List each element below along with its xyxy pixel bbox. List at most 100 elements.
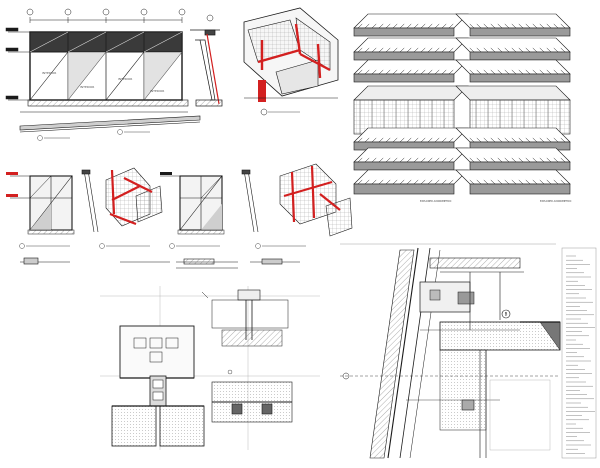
stack-post bbox=[553, 179, 559, 185]
stack-post bbox=[448, 137, 454, 143]
stack-post bbox=[525, 179, 531, 185]
stack-post bbox=[483, 137, 489, 143]
stack-post bbox=[406, 157, 412, 163]
stack-post bbox=[357, 47, 363, 53]
axonometric-variant-1 bbox=[105, 167, 163, 227]
stack-post bbox=[539, 179, 545, 185]
stack-post bbox=[553, 69, 559, 75]
stack-post bbox=[504, 69, 510, 75]
stack-left-caption: EXPLODED AXONOMETRIC bbox=[420, 200, 452, 203]
stack-post bbox=[483, 179, 489, 185]
stack-slab-top bbox=[455, 37, 571, 53]
elevation-note-2: INTERIOR bbox=[80, 85, 94, 89]
stack-post bbox=[553, 157, 559, 163]
stack-post bbox=[532, 179, 538, 185]
small-plan-details bbox=[20, 257, 300, 269]
stack-post bbox=[518, 69, 524, 75]
stack-post bbox=[553, 47, 559, 53]
stack-post bbox=[441, 137, 447, 143]
stack-post bbox=[511, 179, 517, 185]
stack-post bbox=[392, 69, 398, 75]
stack-post bbox=[364, 47, 370, 53]
stack-post bbox=[399, 47, 405, 53]
stack-post bbox=[476, 23, 482, 29]
elevation-note-4: INTERIOR bbox=[150, 89, 164, 93]
dimension-ticks bbox=[29, 17, 183, 23]
elevation-curtain-wall-top: INTERIOR INTERIOR INTERIOR INTERIOR bbox=[5, 8, 189, 113]
stack-post bbox=[399, 179, 405, 185]
stack-post bbox=[385, 23, 391, 29]
stack-post bbox=[469, 69, 475, 75]
stack-post bbox=[490, 47, 496, 53]
stack-post bbox=[371, 137, 377, 143]
elevation-ground bbox=[27, 99, 189, 107]
stack-post bbox=[378, 69, 384, 75]
stack-post bbox=[497, 179, 503, 185]
stack-slab-face bbox=[353, 27, 455, 37]
floor-slab bbox=[439, 321, 561, 351]
elevation-variant-2 bbox=[160, 172, 225, 235]
section-detail-v1 bbox=[81, 169, 99, 233]
stack-slab-face bbox=[469, 161, 571, 171]
stack-post bbox=[490, 23, 496, 29]
stack-post bbox=[364, 69, 370, 75]
stack-post bbox=[497, 69, 503, 75]
stack-post bbox=[385, 157, 391, 163]
stack-slab-face bbox=[469, 183, 571, 195]
stack-post bbox=[441, 179, 447, 185]
stack-post bbox=[364, 157, 370, 163]
stack-post bbox=[364, 179, 370, 185]
stack-post bbox=[385, 137, 391, 143]
stack-post bbox=[420, 47, 426, 53]
stack-post bbox=[483, 23, 489, 29]
stack-post bbox=[448, 23, 454, 29]
stack-post bbox=[511, 157, 517, 163]
stack-post bbox=[546, 137, 552, 143]
stack-post bbox=[532, 69, 538, 75]
stack-post bbox=[371, 47, 377, 53]
stack-right-caption: EXPLODED AXONOMETRIC bbox=[540, 200, 572, 203]
stack-post bbox=[371, 23, 377, 29]
stack-post bbox=[399, 23, 405, 29]
stack-post bbox=[532, 137, 538, 143]
stack-post bbox=[476, 47, 482, 53]
notes-block bbox=[561, 247, 597, 459]
stack-post bbox=[399, 69, 405, 75]
stack-post bbox=[434, 69, 440, 75]
stack-post bbox=[427, 69, 433, 75]
stack-post bbox=[357, 179, 363, 185]
stack-post bbox=[490, 69, 496, 75]
stack-post bbox=[406, 69, 412, 75]
stack-slab-top bbox=[455, 85, 571, 101]
stack-post bbox=[448, 179, 454, 185]
stack-post bbox=[434, 179, 440, 185]
stack-post bbox=[469, 157, 475, 163]
stack-post bbox=[357, 137, 363, 143]
stack-post bbox=[525, 137, 531, 143]
stack-post bbox=[504, 47, 510, 53]
stack-post bbox=[392, 157, 398, 163]
middle-row-titles bbox=[19, 243, 306, 249]
stack-post bbox=[476, 179, 482, 185]
stack-post bbox=[518, 137, 524, 143]
stack-post bbox=[490, 157, 496, 163]
stack-post bbox=[420, 137, 426, 143]
stack-post bbox=[476, 157, 482, 163]
stack-post bbox=[560, 69, 566, 75]
stack-post bbox=[483, 69, 489, 75]
roof-parapet bbox=[429, 257, 521, 269]
stack-post bbox=[546, 69, 552, 75]
stack-slab-top bbox=[455, 169, 571, 185]
stack-post bbox=[497, 23, 503, 29]
stack-post bbox=[378, 179, 384, 185]
stack-post bbox=[483, 157, 489, 163]
stack-post bbox=[420, 157, 426, 163]
stack-post bbox=[364, 137, 370, 143]
stack-slab-top bbox=[455, 147, 571, 163]
panel-lower-left bbox=[111, 405, 157, 447]
stack-post bbox=[518, 179, 524, 185]
stack-post bbox=[378, 47, 384, 53]
stack-post bbox=[441, 157, 447, 163]
stack-post bbox=[420, 23, 426, 29]
stack-post bbox=[413, 179, 419, 185]
